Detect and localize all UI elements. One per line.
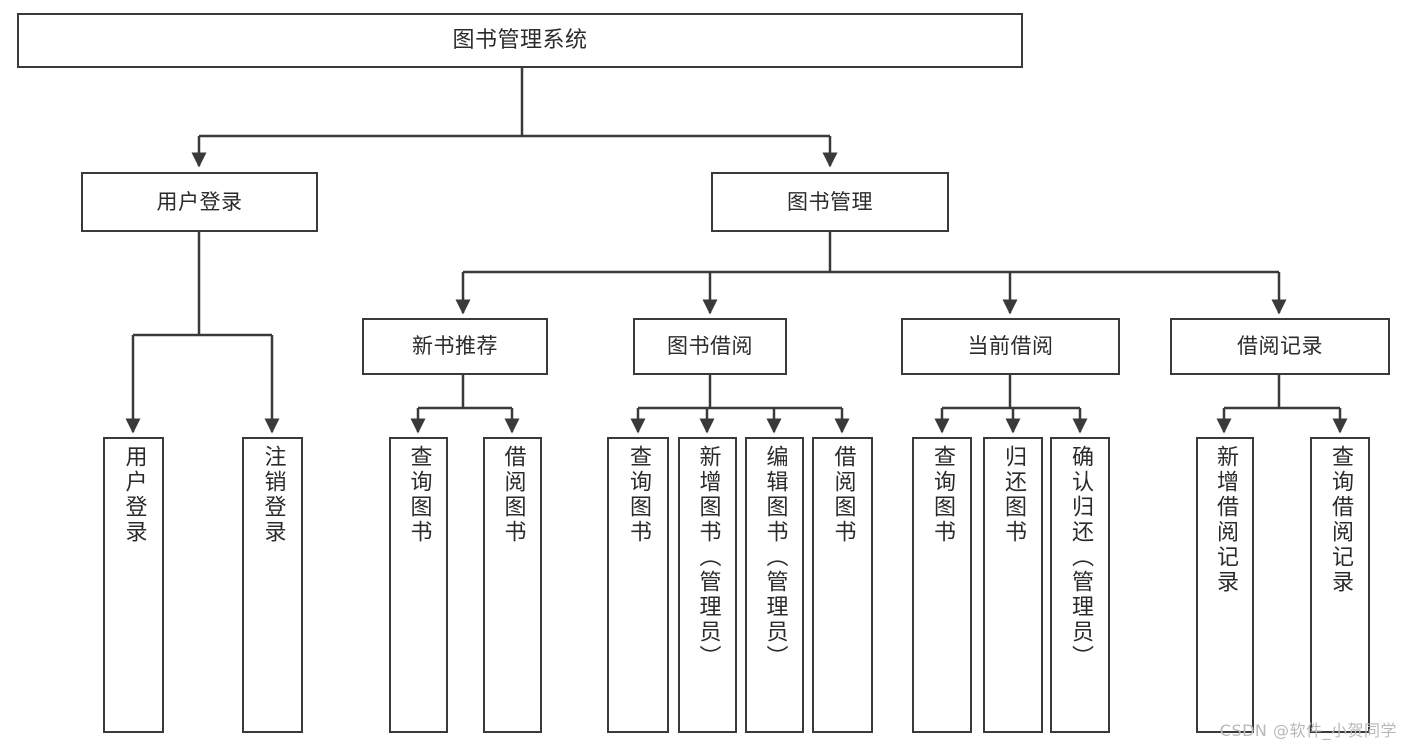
node-root-system[interactable]: 图书管理系统 [17,13,1023,68]
node-leaf-query-book-3[interactable]: 查询图书 [912,437,972,733]
node-label: 借阅图书 [830,445,856,545]
node-label: 用户登录 [156,189,243,214]
node-label: 当前借阅 [967,334,1054,359]
node-label: 查询借阅记录 [1328,445,1353,595]
node-user-login[interactable]: 用户登录 [81,172,318,232]
node-label: 新书推荐 [412,334,498,359]
node-label: 查询图书 [406,445,432,545]
node-label: 借阅记录 [1237,334,1323,359]
node-label: 图书管理系统 [452,27,588,53]
node-book-management[interactable]: 图书管理 [711,172,949,232]
node-label: 查询图书 [930,445,955,545]
node-leaf-query-book-2[interactable]: 查询图书 [607,437,669,733]
node-book-borrow[interactable]: 图书借阅 [633,318,787,375]
node-label: 确认归还（管理员） [1068,445,1093,670]
node-label: 注销登录 [260,445,286,545]
csdn-watermark: CSDN @软件_小贺同学 [1219,721,1397,740]
node-leaf-add-record[interactable]: 新增借阅记录 [1196,437,1254,733]
node-label: 借阅图书 [500,445,526,545]
node-label: 归还图书 [1001,445,1026,545]
node-label: 新增图书（管理员） [695,445,721,670]
node-leaf-borrow-book-1[interactable]: 借阅图书 [483,437,542,733]
node-current-borrow[interactable]: 当前借阅 [901,318,1120,375]
node-leaf-add-book[interactable]: 新增图书（管理员） [678,437,737,733]
node-leaf-logout[interactable]: 注销登录 [242,437,303,733]
node-label: 查询图书 [626,445,651,545]
node-label: 新增借阅记录 [1213,445,1238,595]
node-leaf-user-login[interactable]: 用户登录 [103,437,164,733]
node-label: 编辑图书（管理员） [762,445,788,670]
node-label: 图书管理 [787,189,873,214]
node-borrow-record[interactable]: 借阅记录 [1170,318,1390,375]
node-leaf-confirm-return[interactable]: 确认归还（管理员） [1050,437,1110,733]
node-leaf-borrow-book-2[interactable]: 借阅图书 [812,437,873,733]
node-leaf-edit-book[interactable]: 编辑图书（管理员） [745,437,804,733]
node-new-book-recommend[interactable]: 新书推荐 [362,318,548,375]
node-label: 用户登录 [121,445,147,545]
node-label: 图书借阅 [667,334,753,359]
node-leaf-query-book-1[interactable]: 查询图书 [389,437,448,733]
node-leaf-return-book[interactable]: 归还图书 [983,437,1043,733]
node-leaf-query-record[interactable]: 查询借阅记录 [1310,437,1370,733]
